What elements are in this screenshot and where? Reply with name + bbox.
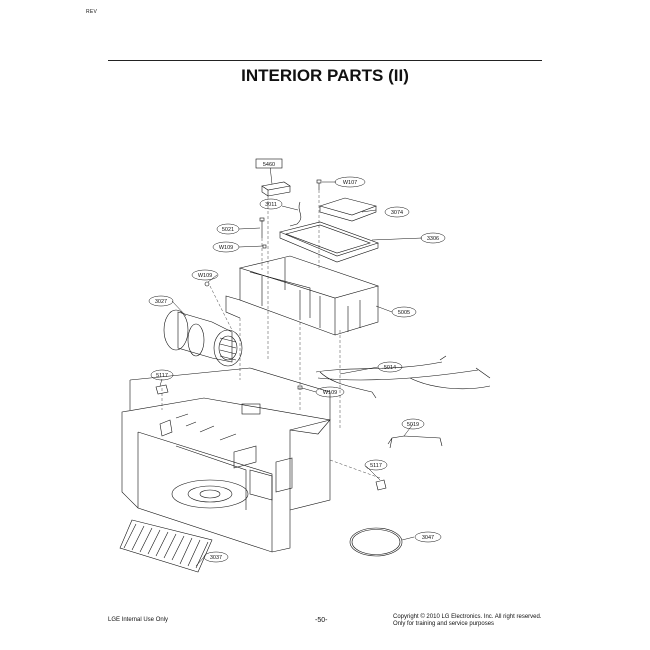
- callout-label: 3037: [210, 555, 222, 561]
- callout-5005: 5005: [391, 306, 417, 318]
- callout-3011: 3011: [259, 198, 283, 210]
- callout-3074: 3074: [384, 206, 410, 218]
- callout-3037: 3037: [203, 551, 229, 563]
- header-rule: [108, 60, 542, 61]
- part-w109-screw-middle: [297, 385, 303, 390]
- callout-label: 3306: [427, 236, 439, 242]
- callout-w107: W107: [334, 176, 366, 188]
- copyright-line-2: Only for training and service purposes: [393, 621, 495, 627]
- part-3306-panel: [279, 221, 379, 263]
- callout-label: W109: [219, 245, 233, 251]
- revision-mark: REV: [86, 9, 98, 15]
- part-3037-grille: [119, 519, 213, 573]
- page-title: INTERIOR PARTS (II): [241, 66, 409, 85]
- part-5460-bracket: [261, 181, 291, 197]
- callout-5460: 5460: [255, 158, 283, 169]
- oven-cavity-body: [121, 367, 331, 553]
- callout-labels: 5460 W107 3011 3074 5021 3306 W109 W109 …: [148, 158, 446, 563]
- part-5021-screw: [259, 217, 265, 238]
- callout-label: 3027: [155, 299, 167, 305]
- callout-label: 5005: [398, 310, 410, 316]
- footer-internal-use: LGE Internal Use Only: [108, 617, 169, 623]
- part-5005-duct: [225, 255, 380, 336]
- part-w109-screw-left: [204, 281, 210, 287]
- callout-label: W109: [198, 273, 212, 279]
- callout-5117-a: 5117: [150, 369, 174, 381]
- callout-label: 5117: [370, 463, 382, 469]
- copyright-line-1: Copyright © 2010 LG Electronics. Inc. Al…: [393, 614, 542, 620]
- part-5117-clip-lower: [375, 479, 387, 491]
- callout-label: 5019: [407, 422, 419, 428]
- callout-label: 5460: [263, 162, 275, 168]
- part-5019-wire: [387, 435, 443, 449]
- page-number: -50-: [315, 617, 328, 624]
- part-w107-screw: [316, 179, 322, 190]
- callout-label: 3074: [391, 210, 403, 216]
- callout-5014: 5014: [377, 361, 403, 373]
- callout-label: W107: [343, 180, 357, 186]
- part-w109-screw-upper: [262, 244, 267, 249]
- callout-label: 5014: [384, 365, 396, 371]
- part-3074-plate: [318, 197, 377, 222]
- part-3027-fan-motor: [163, 309, 243, 367]
- part-5117-clip-upper: [155, 384, 169, 395]
- callout-3047: 3047: [414, 531, 442, 543]
- callout-5021: 5021: [216, 223, 240, 235]
- assembly-guide-lines: [161, 190, 381, 479]
- callout-leader-lines: [159, 165, 423, 567]
- footer-copyright: Copyright © 2010 LG Electronics. Inc. Al…: [393, 614, 542, 628]
- callout-w109-b: W109: [191, 269, 219, 281]
- part-5014-harness: [315, 355, 491, 399]
- callout-5019: 5019: [401, 418, 425, 430]
- callout-label: 5117: [156, 373, 168, 379]
- callout-3027: 3027: [148, 295, 174, 307]
- part-3047-ring: [349, 527, 403, 557]
- callout-w109-a: W109: [212, 241, 240, 253]
- callout-label: 3011: [265, 202, 277, 208]
- callout-label: 3047: [422, 535, 434, 541]
- callout-label: W109: [323, 390, 337, 396]
- callout-5117-b: 5117: [364, 459, 388, 471]
- callout-3306: 3306: [420, 232, 446, 244]
- callout-label: 5021: [222, 227, 234, 233]
- part-3011-wire: [289, 201, 302, 227]
- callout-w109-c: W109: [315, 386, 345, 398]
- part-drawings: [119, 165, 491, 573]
